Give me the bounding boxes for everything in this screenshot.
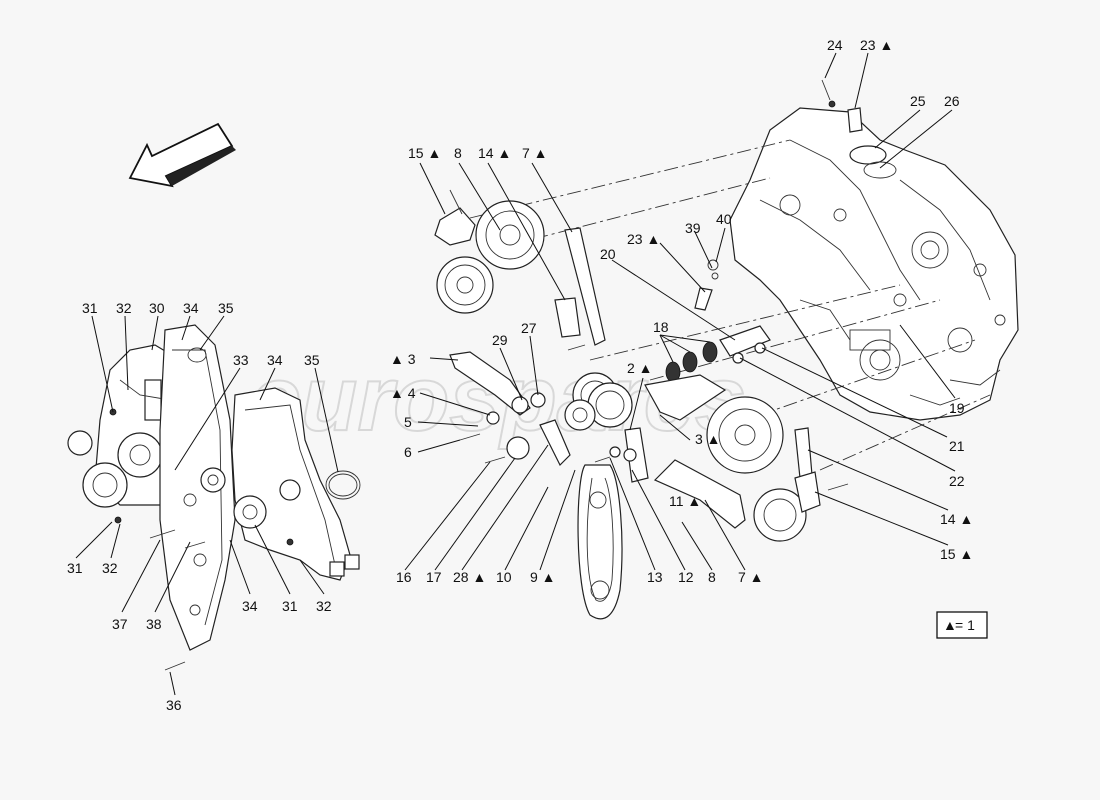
callout-32: 32 <box>316 598 332 614</box>
callout-22: 22 <box>949 473 965 489</box>
crank-sprocket-stack <box>539 372 633 467</box>
callout-33: 33 <box>233 352 249 368</box>
callout-10: 10 <box>496 569 512 585</box>
callout-34: 34 <box>242 598 258 614</box>
callout-34: 34 <box>183 300 199 316</box>
leader-lines <box>75 52 956 696</box>
callout-23: 23 ▲ <box>627 231 660 247</box>
callout-8: 8 <box>708 569 716 585</box>
lower-cam-sprockets <box>706 396 849 542</box>
idler-rollers <box>665 259 771 383</box>
callout-7: 7 ▲ <box>522 145 548 161</box>
callout-2: 2 ▲ <box>627 360 653 376</box>
callout-11: 11 ▲ <box>669 493 701 509</box>
upper-right-fitting <box>821 79 897 179</box>
callout-15: 15 ▲ <box>940 546 973 562</box>
callout-20: 20 <box>600 246 616 262</box>
callout-9: 9 ▲ <box>530 569 556 585</box>
callout-26: 26 <box>944 93 960 109</box>
callout-36: 36 <box>166 697 182 713</box>
callout-21: 21 <box>949 438 965 454</box>
legend-text: = 1 <box>955 617 975 633</box>
callout-35: 35 <box>304 352 320 368</box>
callout-27: 27 <box>521 320 537 336</box>
callout-34: 34 <box>267 352 283 368</box>
timing-chain <box>577 464 623 620</box>
o-rings <box>187 347 361 500</box>
callout-14: 14 ▲ <box>478 145 511 161</box>
callout-31: 31 <box>67 560 83 576</box>
callout-18: 18 <box>653 319 669 335</box>
gasket-frame <box>200 387 360 581</box>
callout-6: 6 <box>404 444 412 460</box>
engine-block <box>729 107 1019 421</box>
callout-4: ▲ 4 <box>390 385 416 401</box>
callout-14: 14 ▲ <box>940 511 973 527</box>
callout-5: 5 <box>404 414 412 430</box>
callout-17: 17 <box>426 569 442 585</box>
callout-28: 28 ▲ <box>453 569 486 585</box>
callout-7: 7 ▲ <box>738 569 764 585</box>
callout-15: 15 ▲ <box>408 145 441 161</box>
upper-cam-sprockets <box>434 189 545 314</box>
callout-39: 39 <box>685 220 701 236</box>
callout-32: 32 <box>116 300 132 316</box>
callout-31: 31 <box>282 598 298 614</box>
callout-19: 19 <box>949 400 965 416</box>
callout-13: 13 <box>647 569 663 585</box>
direction-arrow <box>128 122 236 188</box>
callout-8: 8 <box>454 145 462 161</box>
callout-31: 31 <box>82 300 98 316</box>
callout-25: 25 <box>910 93 926 109</box>
bolts-left <box>109 408 294 671</box>
callout-3: 3 ▲ <box>695 431 721 447</box>
right-chain-guide <box>644 374 746 529</box>
center-tensioner <box>594 427 649 483</box>
callout-30: 30 <box>149 300 165 316</box>
callout-16: 16 <box>396 569 412 585</box>
callout-37: 37 <box>112 616 128 632</box>
callout-labels: 31 32 30 34 35 33 34 35 31 32 37 38 34 3… <box>67 37 973 713</box>
callout-35: 35 <box>218 300 234 316</box>
legend: ▲ = 1 <box>936 611 988 639</box>
callout-3: ▲ 3 <box>390 351 416 367</box>
callout-12: 12 <box>678 569 694 585</box>
callout-40: 40 <box>716 211 732 227</box>
chain-guide-upper <box>554 227 606 351</box>
callout-38: 38 <box>146 616 162 632</box>
legend-symbol: ▲ <box>943 617 957 633</box>
callout-24: 24 <box>827 37 843 53</box>
legend-box <box>936 611 988 639</box>
callout-32: 32 <box>102 560 118 576</box>
callout-23: 23 ▲ <box>860 37 893 53</box>
tensioner-rails <box>449 351 546 464</box>
callout-29: 29 <box>492 332 508 348</box>
timing-cover <box>159 324 236 651</box>
